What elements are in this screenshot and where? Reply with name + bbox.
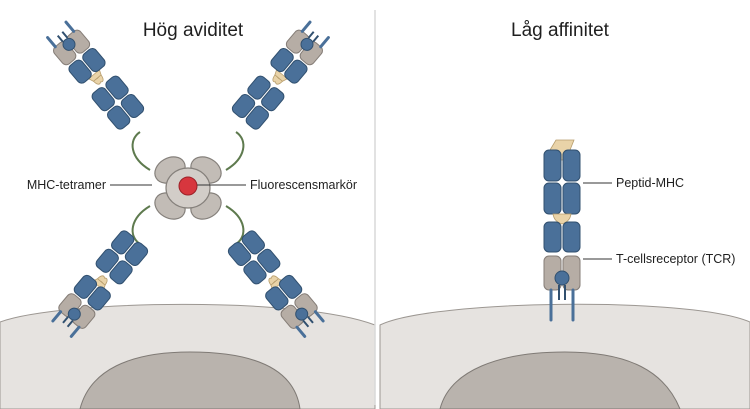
title-left: Hög aviditet [143,20,244,41]
linker-tl [131,131,151,171]
nucleus-left [79,351,301,409]
label-tcr: T-cellsreceptor (TCR) [616,252,735,266]
nucleus-right [439,351,681,409]
label-peptide-mhc: Peptid-MHC [616,176,684,190]
streptavidin-core [154,156,222,220]
label-mhc-tetramer: MHC-tetramer [27,178,106,192]
linker-bl [131,205,151,245]
pmhc-tcr-pair [543,139,581,322]
label-fluorescent-marker: Fluorescensmarkör [250,178,357,192]
arm-top-left [42,17,147,132]
linker-br [225,205,245,245]
linker-tr [225,131,245,171]
fluorescent-marker [178,176,198,196]
tetramer-complex [42,17,334,342]
arm-top-right [229,17,334,132]
title-right: Låg affinitet [511,20,610,41]
